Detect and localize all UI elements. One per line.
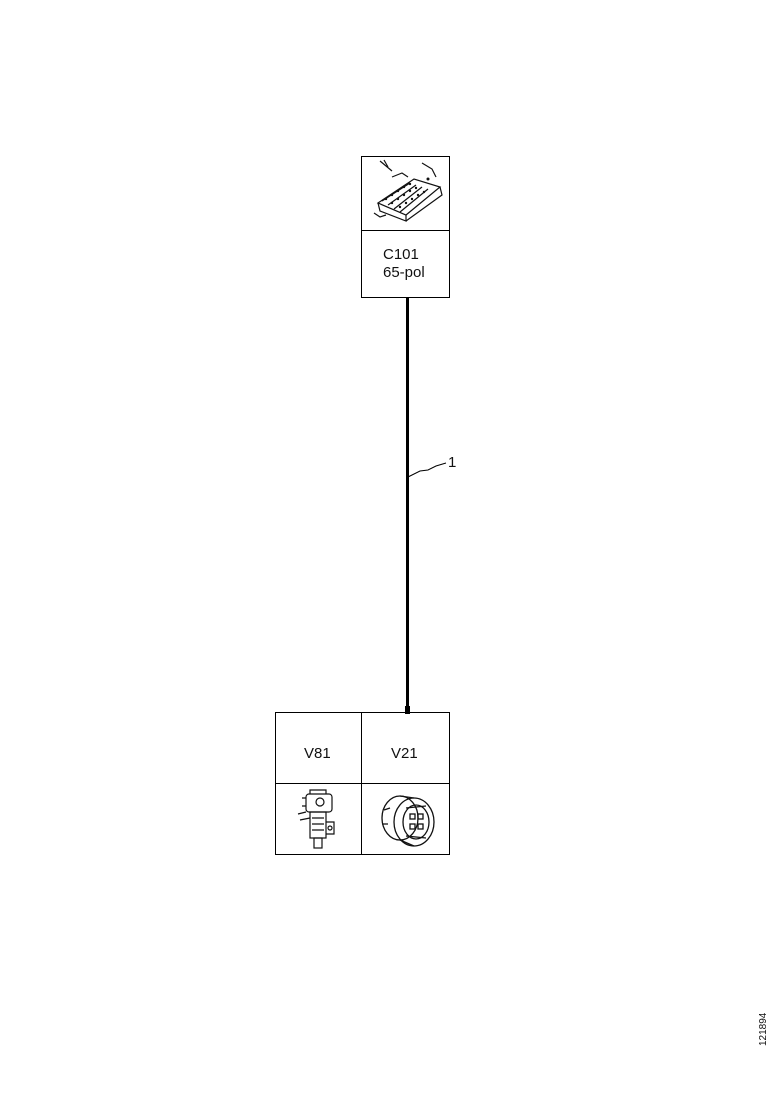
- component-v21-label: V21: [391, 745, 418, 762]
- multi-pin-connector-icon: [373, 159, 443, 222]
- wiper-motor-icon: [297, 789, 335, 849]
- connector-c101-divider: [362, 230, 449, 231]
- wire-callout-number: 1: [448, 454, 457, 471]
- connector-c101-pins-label: 65-pol: [383, 264, 425, 281]
- wire-callout-leader: [407, 462, 447, 478]
- connector-c101-box: C101 65-pol: [361, 156, 450, 298]
- component-v21-box: V21: [361, 712, 450, 855]
- round-connector-icon: [381, 795, 435, 847]
- connector-c101-id-label: C101: [383, 246, 419, 263]
- figure-code: 121894: [758, 1012, 769, 1046]
- wire-harness-line: [406, 298, 409, 712]
- component-v81-divider: [276, 783, 361, 784]
- component-v21-divider: [362, 783, 449, 784]
- component-v81-label: V81: [304, 745, 331, 762]
- wire-drop-marker: [405, 706, 410, 714]
- component-v81-box: V81: [275, 712, 362, 855]
